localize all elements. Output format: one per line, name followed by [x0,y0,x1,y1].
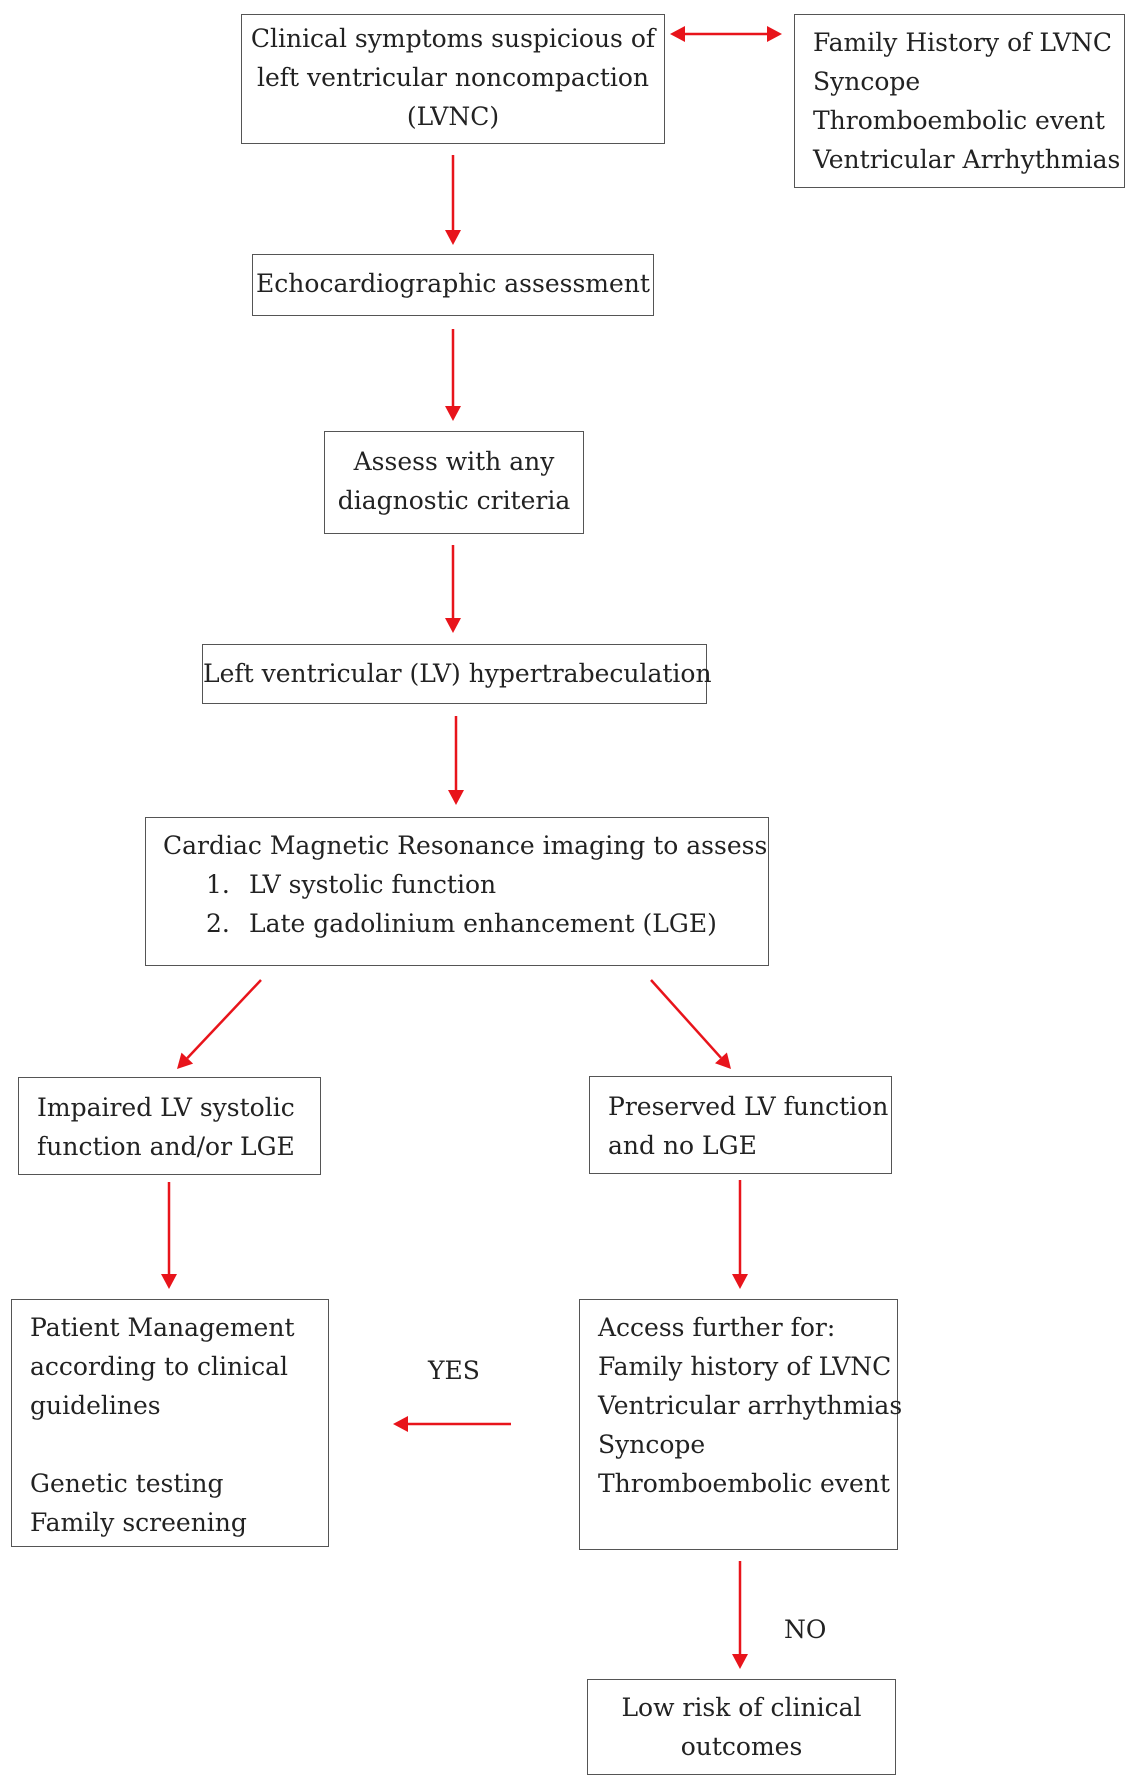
low-risk-line-1: Low risk of clinical [621,1693,862,1722]
arrow-clinical-family-tail-head [670,26,685,42]
yes-label: YES [428,1356,480,1385]
family-history-box: Family History of LVNC Syncope Thromboem… [794,14,1125,188]
diagnostic-criteria-box: Assess with any diagnostic criteria [324,431,584,534]
patient-management-line-3: guidelines [30,1391,161,1420]
access-further-line-1: Access further for: [598,1313,836,1342]
arrow-echo-assess-head [445,406,461,421]
arrow-access-management-head [393,1416,408,1432]
preserved-lv-line-2: and no LGE [608,1131,757,1160]
clinical-symptoms-line-2: left ventricular noncompaction [256,63,650,92]
patient-management-gap [30,1425,328,1464]
arrow-cmr-preserved-head [715,1052,731,1069]
cmr-box: Cardiac Magnetic Resonance imaging to as… [145,817,769,966]
arrow-lvh-cmr-head [448,790,464,805]
lv-hypertrabeculation-text: Left ventricular (LV) hypertrabeculation [203,659,712,688]
echocardiographic-assessment-text: Echocardiographic assessment [256,269,650,298]
arrow-impaired-management-head [161,1274,177,1289]
lv-hypertrabeculation-box: Left ventricular (LV) hypertrabeculation [202,644,712,704]
arrow-clinical-echo-head [445,230,461,245]
clinical-symptoms-box: Clinical symptoms suspicious of left ven… [241,14,665,144]
cmr-item-1-text: LV systolic function [249,870,497,899]
family-history-line-3: Thromboembolic event [813,106,1105,135]
family-history-line-4: Ventricular Arrhythmias [813,145,1121,174]
low-risk-line-2: outcomes [680,1732,803,1761]
genetic-testing-line: Genetic testing [30,1469,224,1498]
cmr-item-1: 1. LV systolic function [163,865,768,904]
impaired-lv-line-2: function and/or LGE [37,1132,295,1161]
diagnostic-criteria-line-1: Assess with any [353,447,555,476]
impaired-lv-line-1: Impaired LV systolic [37,1093,295,1122]
access-further-line-3: Ventricular arrhythmias [598,1391,903,1420]
echocardiographic-assessment-box: Echocardiographic assessment [252,254,654,316]
arrow-cmr-impaired-head [177,1052,194,1069]
cmr-item-2-number: 2. [206,909,230,938]
cmr-item-2: 2. Late gadolinium enhancement (LGE) [163,904,768,943]
arrow-assess-lvh-head [445,618,461,633]
patient-management-box: Patient Management according to clinical… [11,1299,329,1547]
cmr-title: Cardiac Magnetic Resonance imaging to as… [163,831,768,860]
low-risk-box: Low risk of clinical outcomes [587,1679,896,1775]
family-screening-line: Family screening [30,1508,247,1537]
preserved-lv-line-1: Preserved LV function [608,1092,889,1121]
patient-management-line-2: according to clinical [30,1352,288,1381]
arrow-cmr-impaired-shaft [186,979,262,1059]
cmr-item-1-number: 1. [206,870,230,899]
clinical-symptoms-line-1: Clinical symptoms suspicious of [250,24,656,53]
no-label: NO [784,1615,827,1644]
diagnostic-criteria-line-2: diagnostic criteria [337,486,571,515]
arrow-cmr-preserved-shaft [650,979,722,1059]
access-further-box: Access further for: Family history of LV… [579,1299,903,1550]
family-history-line-1: Family History of LVNC [813,28,1113,57]
family-history-line-2: Syncope [813,67,921,96]
impaired-lv-box: Impaired LV systolic function and/or LGE [18,1077,321,1175]
access-further-line-2: Family history of LVNC [598,1352,892,1381]
cmr-item-2-text: Late gadolinium enhancement (LGE) [249,909,717,938]
clinical-symptoms-line-3: (LVNC) [406,102,500,131]
preserved-lv-box: Preserved LV function and no LGE [589,1076,892,1174]
arrow-preserved-access-head [732,1274,748,1289]
patient-management-line-1: Patient Management [30,1313,295,1342]
access-further-line-5: Thromboembolic event [598,1469,890,1498]
arrow-access-lowrisk-head [732,1654,748,1669]
arrow-clinical-family-head [767,26,782,42]
access-further-line-4: Syncope [598,1430,706,1459]
